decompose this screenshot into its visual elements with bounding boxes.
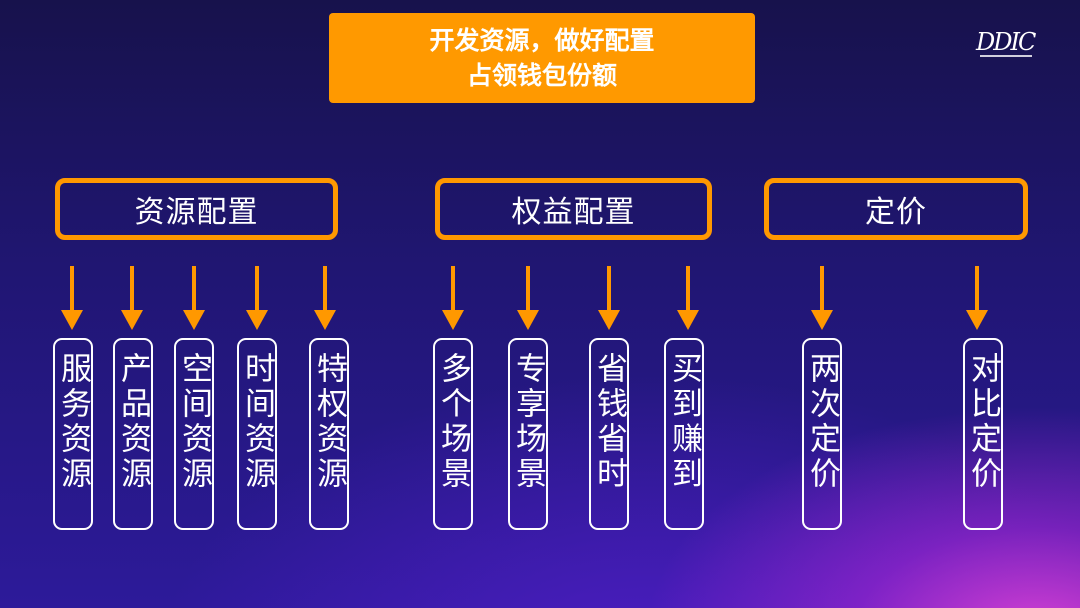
leaf-box-privilege-resource: 特权资源 — [309, 338, 349, 530]
leaf-label: 时间资源 — [239, 352, 275, 492]
category-box-pricing: 定价 — [764, 178, 1028, 240]
leaf-label: 多个场景 — [435, 352, 471, 492]
arrow-down-icon — [246, 266, 268, 330]
arrow-down-icon — [517, 266, 539, 330]
arrow-down-icon — [121, 266, 143, 330]
title-banner: 开发资源，做好配置 占领钱包份额 — [329, 13, 755, 103]
leaf-box-space-resource: 空间资源 — [174, 338, 214, 530]
leaf-label: 专享场景 — [510, 352, 546, 492]
category-box-benefit-config: 权益配置 — [435, 178, 712, 240]
leaf-label: 空间资源 — [176, 352, 212, 492]
leaf-box-multiple-scenes: 多个场景 — [433, 338, 473, 530]
leaf-box-exclusive-scenes: 专享场景 — [508, 338, 548, 530]
leaf-box-service-resource: 服务资源 — [53, 338, 93, 530]
leaf-box-comparison-pricing: 对比定价 — [963, 338, 1003, 530]
ddic-logo: DDIC — [975, 28, 1038, 57]
leaf-label: 省钱省时 — [591, 352, 627, 492]
title-line-1: 开发资源，做好配置 — [429, 26, 655, 55]
arrow-down-icon — [314, 266, 336, 330]
category-box-resource-config: 资源配置 — [55, 178, 338, 240]
arrow-down-icon — [442, 266, 464, 330]
leaf-label: 买到赚到 — [666, 352, 702, 492]
leaf-label: 两次定价 — [804, 352, 840, 492]
leaf-label: 对比定价 — [965, 352, 1001, 492]
category-label-pricing: 定价 — [865, 195, 927, 230]
arrow-down-icon — [183, 266, 205, 330]
leaf-label: 特权资源 — [311, 352, 347, 492]
logo-text: DDIC — [975, 28, 1036, 56]
arrow-down-icon — [598, 266, 620, 330]
arrow-down-icon — [61, 266, 83, 330]
leaf-box-time-resource: 时间资源 — [237, 338, 277, 530]
category-label-resource-config: 资源配置 — [134, 195, 259, 230]
title-line-2: 占领钱包份额 — [466, 61, 617, 90]
arrow-down-icon — [966, 266, 988, 330]
leaf-box-buy-and-earn: 买到赚到 — [664, 338, 704, 530]
leaf-box-product-resource: 产品资源 — [113, 338, 153, 530]
category-label-benefit-config: 权益配置 — [511, 195, 636, 230]
leaf-label: 产品资源 — [115, 352, 151, 492]
arrow-down-icon — [811, 266, 833, 330]
leaf-box-save-money-time: 省钱省时 — [589, 338, 629, 530]
leaf-box-two-time-pricing: 两次定价 — [802, 338, 842, 530]
arrow-down-icon — [677, 266, 699, 330]
leaf-label: 服务资源 — [55, 352, 91, 492]
